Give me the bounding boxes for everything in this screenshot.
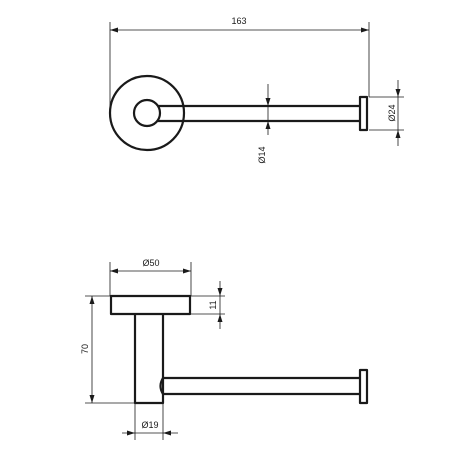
dim-base-diameter: Ø50	[109, 258, 192, 296]
top-view: 163 Ø24 Ø14	[108, 16, 404, 164]
dim-base-thickness: 11	[190, 281, 225, 329]
dim-overall-length-label: 163	[231, 16, 246, 26]
dim-overall-length: 163	[109, 16, 370, 110]
side-arm	[159, 376, 360, 396]
top-post	[132, 98, 162, 128]
dim-projection-label: 70	[80, 344, 90, 354]
dim-end-cap-diameter: Ø24	[369, 80, 404, 146]
dim-end-cap-diameter-label: Ø24	[387, 104, 397, 121]
dim-post-diameter-label: Ø19	[141, 420, 158, 430]
dim-post-diameter: Ø19	[122, 403, 178, 440]
side-post	[133, 314, 165, 405]
dim-bar-diameter-label: Ø14	[257, 146, 267, 163]
top-bar	[156, 104, 360, 123]
side-base-plate	[109, 294, 192, 316]
top-rosette	[108, 74, 186, 152]
top-end-cap	[358, 95, 369, 132]
dim-base-diameter-label: Ø50	[142, 258, 159, 268]
dim-projection: 70	[80, 295, 135, 404]
side-view: Ø50 11 70 Ø19	[80, 258, 369, 440]
side-end-cap	[358, 368, 369, 405]
dim-bar-diameter: Ø14	[257, 84, 271, 164]
dim-base-thickness-label: 11	[208, 300, 218, 309]
